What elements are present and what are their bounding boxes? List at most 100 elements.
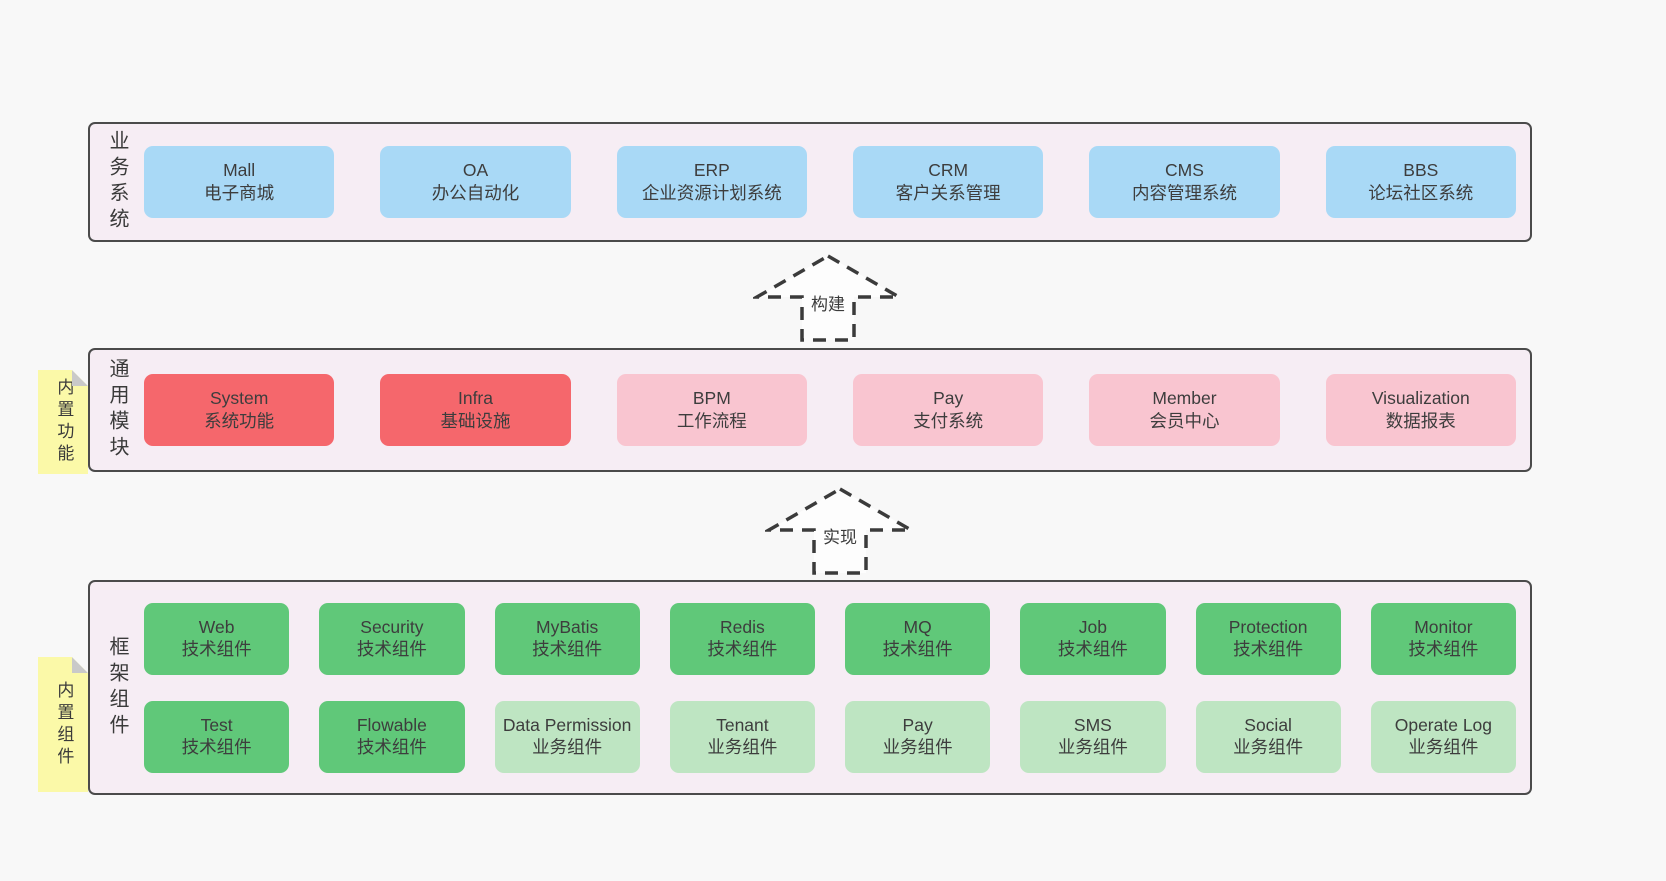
- box-subtitle: 企业资源计划系统: [641, 183, 782, 203]
- implement-arrow-label: 实现: [823, 528, 857, 547]
- box-subtitle: 业务组件: [1233, 736, 1304, 757]
- box-subtitle: 业务组件: [882, 736, 953, 757]
- build-arrow-up-icon: 构建: [753, 253, 903, 342]
- box-subtitle: 业务组件: [1057, 736, 1128, 757]
- box-title: Web: [198, 617, 235, 638]
- box-subtitle: 技术组件: [882, 638, 953, 659]
- business-row: Mall 电子商城 OA 办公自动化 ERP 企业资源计划系统 CRM 客户关系…: [144, 146, 1516, 218]
- module-boxes: System 系统功能 Infra 基础设施 BPM 工作流程 Pay 支付系统…: [144, 374, 1530, 446]
- component-boxes: Web 技术组件 Security 技术组件 MyBatis 技术组件 Redi…: [144, 602, 1530, 773]
- box-title: Monitor: [1414, 617, 1473, 638]
- box-tenant: Tenant 业务组件: [669, 700, 815, 773]
- box-social: Social 业务组件: [1195, 700, 1341, 773]
- box-data-permission: Data Permission 业务组件: [494, 700, 640, 773]
- box-title: Operate Log: [1394, 715, 1493, 736]
- box-subtitle: 基础设施: [440, 411, 511, 431]
- box-title: Redis: [720, 617, 765, 638]
- box-subtitle: 支付系统: [913, 411, 984, 431]
- box-system: System 系统功能: [144, 374, 335, 446]
- note-fold-corner-icon: [72, 370, 88, 386]
- box-title: Member: [1152, 388, 1217, 409]
- box-title: OA: [462, 160, 489, 181]
- box-title: SMS: [1073, 715, 1112, 736]
- box-title: Tenant: [716, 715, 769, 736]
- box-title: BPM: [692, 388, 731, 409]
- box-title: Visualization: [1371, 388, 1470, 409]
- box-oa: OA 办公自动化: [380, 146, 571, 218]
- box-title: Security: [360, 617, 424, 638]
- box-operate-log: Operate Log 业务组件: [1370, 700, 1516, 773]
- box-sms: SMS 业务组件: [1020, 700, 1166, 773]
- box-pay-component: Pay 业务组件: [845, 700, 991, 773]
- box-crm: CRM 客户关系管理: [852, 146, 1044, 218]
- layer-business-systems: 业务系统 Mall 电子商城 OA 办公自动化 ERP 企业资源计划系统 CRM: [88, 122, 1532, 242]
- box-title: Data Permission: [502, 715, 632, 736]
- box-title: CMS: [1165, 160, 1204, 181]
- box-title: Pay: [902, 715, 933, 736]
- box-title: Pay: [933, 388, 964, 409]
- box-title: Mall: [223, 160, 256, 181]
- box-title: Flowable: [356, 715, 427, 736]
- box-subtitle: 业务组件: [532, 736, 603, 757]
- box-bbs: BBS 论坛社区系统: [1325, 146, 1516, 218]
- layer-framework-components-label: 框架组件: [106, 635, 128, 740]
- box-subtitle: 电子商城: [204, 183, 275, 203]
- box-test: Test 技术组件: [144, 700, 290, 773]
- box-title: BBS: [1403, 160, 1439, 181]
- layer-business-systems-label: 业务系统: [106, 130, 128, 234]
- box-erp: ERP 企业资源计划系统: [616, 146, 807, 218]
- component-row-2: Test 技术组件 Flowable 技术组件 Data Permission …: [144, 700, 1516, 773]
- box-visualization: Visualization 数据报表: [1325, 374, 1516, 446]
- box-monitor: Monitor 技术组件: [1370, 602, 1516, 675]
- layer-framework-components: 内置组件 框架组件 Web 技术组件 Security 技术组件 MyBatis…: [88, 580, 1532, 795]
- sticky-note-label: 内置组件: [54, 680, 74, 769]
- layer-label-wrap: 框架组件: [90, 636, 144, 740]
- box-subtitle: 会员中心: [1149, 411, 1220, 431]
- component-row-1: Web 技术组件 Security 技术组件 MyBatis 技术组件 Redi…: [144, 602, 1516, 675]
- implement-arrow-up-icon: 实现: [765, 486, 915, 575]
- box-title: System: [209, 388, 269, 409]
- box-subtitle: 技术组件: [1057, 638, 1128, 659]
- box-subtitle: 技术组件: [181, 638, 252, 659]
- layer-label-wrap: 通用模块: [90, 358, 144, 462]
- box-title: Protection: [1228, 617, 1308, 638]
- box-subtitle: 业务组件: [1408, 736, 1479, 757]
- box-subtitle: 论坛社区系统: [1368, 183, 1474, 203]
- box-web: Web 技术组件: [144, 602, 290, 675]
- box-title: ERP: [693, 160, 730, 181]
- layer-common-modules: 内置功能 通用模块 System 系统功能 Infra 基础设施 BPM 工作流…: [88, 348, 1532, 472]
- module-row: System 系统功能 Infra 基础设施 BPM 工作流程 Pay 支付系统…: [144, 374, 1516, 446]
- box-title: Job: [1078, 617, 1107, 638]
- business-boxes: Mall 电子商城 OA 办公自动化 ERP 企业资源计划系统 CRM 客户关系…: [144, 146, 1530, 218]
- box-subtitle: 技术组件: [532, 638, 603, 659]
- box-subtitle: 技术组件: [356, 638, 427, 659]
- box-title: CRM: [928, 160, 969, 181]
- sticky-note-builtin-components: 内置组件: [38, 657, 88, 792]
- box-job: Job 技术组件: [1020, 602, 1166, 675]
- box-subtitle: 技术组件: [1233, 638, 1304, 659]
- layer-label-wrap: 业务系统: [90, 130, 144, 234]
- box-security: Security 技术组件: [319, 602, 465, 675]
- box-flowable: Flowable 技术组件: [319, 700, 465, 773]
- box-subtitle: 客户关系管理: [895, 183, 1001, 203]
- box-subtitle: 内容管理系统: [1131, 183, 1237, 203]
- box-title: Test: [200, 715, 233, 736]
- box-title: MyBatis: [536, 617, 599, 638]
- box-bpm: BPM 工作流程: [616, 374, 807, 446]
- box-title: Infra: [457, 388, 493, 409]
- box-subtitle: 技术组件: [1408, 638, 1479, 659]
- note-fold-corner-icon: [72, 657, 88, 673]
- arrow-shape: [765, 486, 915, 575]
- box-subtitle: 办公自动化: [431, 183, 520, 203]
- layer-common-modules-label: 通用模块: [106, 358, 128, 462]
- sticky-note-builtin-features: 内置功能: [38, 370, 88, 474]
- box-mybatis: MyBatis 技术组件: [494, 602, 640, 675]
- box-pay-system: Pay 支付系统: [852, 374, 1044, 446]
- box-subtitle: 系统功能: [204, 411, 275, 431]
- box-member: Member 会员中心: [1089, 374, 1280, 446]
- box-mall: Mall 电子商城: [144, 146, 335, 218]
- box-subtitle: 技术组件: [707, 638, 778, 659]
- arrow-shape: [753, 253, 903, 342]
- box-subtitle: 技术组件: [356, 736, 427, 757]
